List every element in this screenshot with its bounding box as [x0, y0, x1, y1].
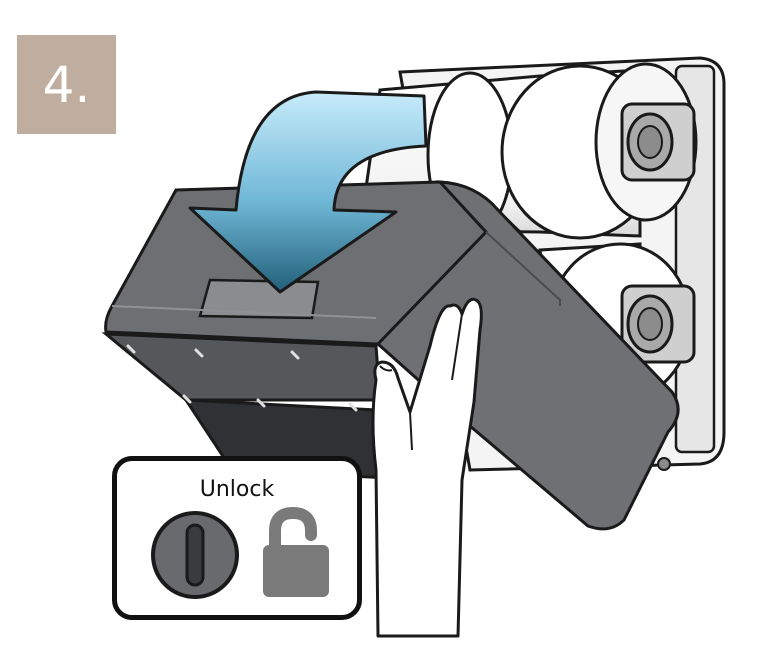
- unlock-panel: Unlock: [112, 456, 362, 620]
- unlock-label: Unlock: [199, 477, 275, 502]
- step-number: 4.: [42, 55, 91, 114]
- hand: [371, 297, 483, 638]
- step-badge-bg: [17, 35, 116, 134]
- side-lock-knob: [657, 457, 671, 471]
- key-lock-icon: [151, 511, 239, 599]
- curved-down-arrow-icon: [188, 90, 428, 294]
- step-number-badge: 4.: [17, 35, 116, 134]
- unlock-icons: [151, 506, 329, 599]
- unlocked-padlock-icon: [263, 506, 329, 597]
